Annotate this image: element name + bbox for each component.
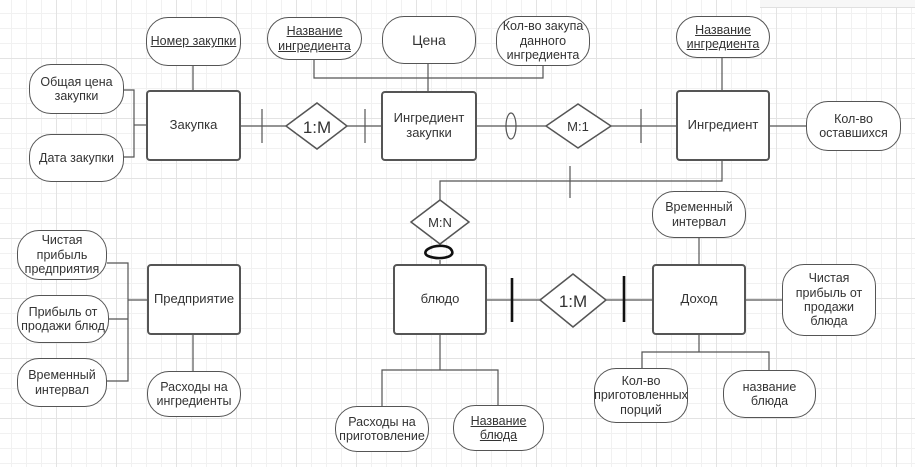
attribute-enterprise-net-profit[interactable]: Чистая прибыль предприятия <box>17 230 107 280</box>
connector-purchase-attrs <box>124 89 135 158</box>
attribute-purchase-date[interactable]: Дата закупки <box>29 134 124 182</box>
entity-dish[interactable]: блюдо <box>393 264 487 335</box>
cardinality-optional-mark <box>505 112 517 140</box>
connector-dish-attrs <box>381 369 499 406</box>
relationship-diamond-purchase-pi <box>284 102 349 150</box>
relationship-label: M:N <box>428 215 452 230</box>
attribute-pi-quantity[interactable]: Кол-во закупа данного ингредиента <box>496 16 590 66</box>
attribute-pi-ingredient-name[interactable]: Название ингредиента <box>267 17 362 60</box>
attribute-pi-price[interactable]: Цена <box>382 16 476 64</box>
relationship-label: 1:M <box>559 292 587 311</box>
relationship-diamond-ingredient-dish <box>409 199 471 245</box>
entity-purchase[interactable]: Закупка <box>146 90 241 161</box>
attribute-income-dish-name[interactable]: название блюда <box>723 370 816 418</box>
attribute-income-portions[interactable]: Кол-во приготовленных порций <box>594 368 688 423</box>
entity-purchase-ingredient[interactable]: Ингредиент закупки <box>381 91 477 161</box>
attribute-dish-cooking-costs[interactable]: Расходы на приготовление <box>335 406 429 452</box>
connector-ingredient-rel <box>439 161 723 200</box>
connector-enterprise-attrs <box>107 262 129 382</box>
attribute-enterprise-time-interval[interactable]: Временный интервал <box>17 358 107 407</box>
attribute-income-net-profit[interactable]: Чистая прибыль от продажи блюда <box>782 264 876 336</box>
entity-ingredient[interactable]: Ингредиент <box>676 90 770 161</box>
canvas-top-bar <box>760 0 915 8</box>
relationship-diamond-dish-income <box>538 273 608 328</box>
entity-income[interactable]: Доход <box>652 264 746 335</box>
attribute-dish-name[interactable]: Название блюда <box>453 405 544 451</box>
cardinality-zero-mark <box>424 244 454 260</box>
attribute-purchase-number[interactable]: Номер закупки <box>146 17 241 66</box>
relationship-label: M:1 <box>567 119 589 134</box>
entity-enterprise[interactable]: Предприятие <box>147 264 241 335</box>
attribute-enterprise-ingredient-costs[interactable]: Расходы на ингредиенты <box>147 371 241 417</box>
attribute-income-time-interval[interactable]: Временный интервал <box>652 191 746 238</box>
attribute-purchase-total[interactable]: Общая цена закупки <box>29 64 124 114</box>
relationship-diamond-pi-ingredient <box>544 103 613 149</box>
relationship-label: 1:M <box>303 118 331 137</box>
attribute-ingredient-name[interactable]: Название ингредиента <box>676 16 770 58</box>
attribute-enterprise-dish-profit[interactable]: Прибыль от продажи блюд <box>17 295 109 343</box>
connector-income-attrs <box>641 351 770 370</box>
attribute-ingredient-remaining[interactable]: Кол-во оставшихся <box>806 101 901 151</box>
